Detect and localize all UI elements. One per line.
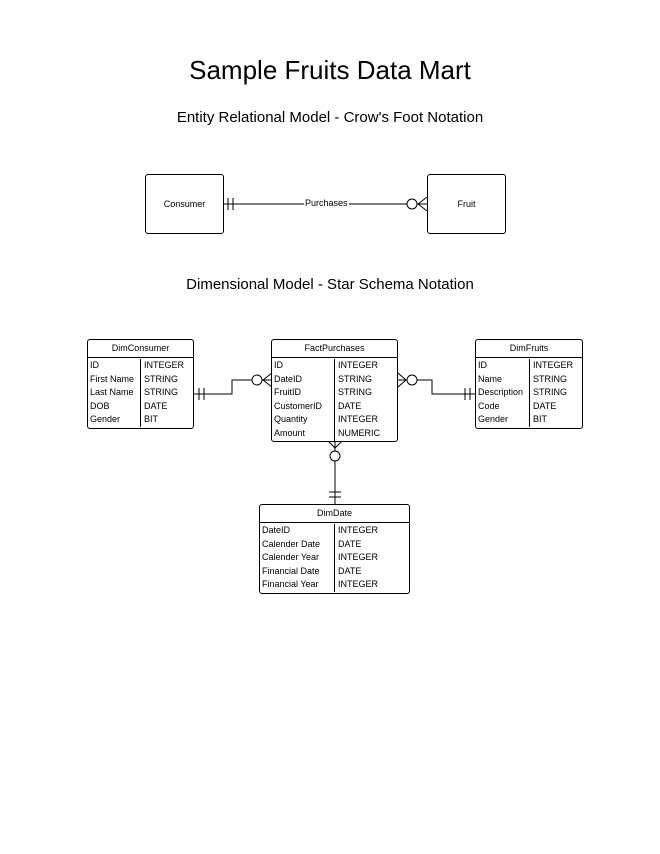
field-type: STRING: [144, 387, 179, 398]
field-name: ID: [88, 359, 141, 373]
field-name: Financial Year: [260, 578, 335, 592]
field-type: STRING: [533, 387, 568, 398]
dimensional-subtitle: Dimensional Model - Star Schema Notation: [186, 276, 474, 293]
field-name: Description: [476, 386, 530, 400]
field-type: BIT: [144, 414, 159, 425]
field-name: Last Name: [88, 386, 141, 400]
field-type: INTEGER: [338, 552, 379, 563]
page-title: Sample Fruits Data Mart: [189, 55, 471, 85]
field-type: DATE: [144, 400, 168, 411]
field-name: DateID: [272, 372, 335, 387]
field-name: ID: [272, 359, 335, 373]
field-type: INTEGER: [338, 579, 379, 590]
table-title: DimConsumer: [88, 340, 193, 358]
field-name: Name: [476, 372, 530, 387]
field-type: INTEGER: [338, 525, 379, 535]
field-name: CustomerID: [272, 399, 335, 414]
field-type: STRING: [338, 387, 373, 398]
field-name: Calender Date: [260, 537, 335, 552]
table-title: DimDate: [260, 505, 409, 523]
field-type: DATE: [338, 565, 362, 576]
field-name: Financial Date: [260, 564, 335, 579]
field-name: Code: [476, 399, 530, 414]
field-name: Gender: [476, 413, 530, 427]
field-type: INTEGER: [338, 360, 379, 370]
table-title: FactPurchases: [272, 340, 397, 358]
field-name: DOB: [88, 399, 141, 414]
entity-fruit: Fruit: [427, 174, 506, 234]
field-name: DateID: [260, 524, 335, 538]
field-type: INTEGER: [144, 360, 185, 370]
field-type: STRING: [144, 373, 179, 384]
field-name: First Name: [88, 372, 141, 387]
field-name: Quantity: [272, 413, 335, 427]
erd-subtitle: Entity Relational Model - Crow's Foot No…: [176, 109, 484, 126]
field-name: Gender: [88, 413, 141, 427]
field-type: STRING: [338, 373, 373, 384]
table-title: DimFruits: [476, 340, 582, 358]
relationship-label: Purchases: [304, 198, 349, 208]
field-type: STRING: [533, 373, 568, 384]
entity-consumer-label: Consumer: [163, 199, 206, 209]
field-name: FruitID: [272, 386, 335, 400]
field-name: Amount: [272, 426, 335, 441]
field-name: ID: [476, 359, 530, 373]
field-type: INTEGER: [338, 414, 379, 425]
field-type: INTEGER: [533, 360, 574, 370]
field-type: DATE: [338, 538, 362, 549]
field-type: NUMERIC: [338, 427, 380, 438]
field-type: DATE: [533, 400, 557, 411]
field-type: BIT: [533, 414, 548, 425]
field-name: Calender Year: [260, 551, 335, 565]
entity-fruit-label: Fruit: [457, 199, 476, 209]
field-type: DATE: [338, 400, 362, 411]
entity-consumer: Consumer: [145, 174, 224, 234]
